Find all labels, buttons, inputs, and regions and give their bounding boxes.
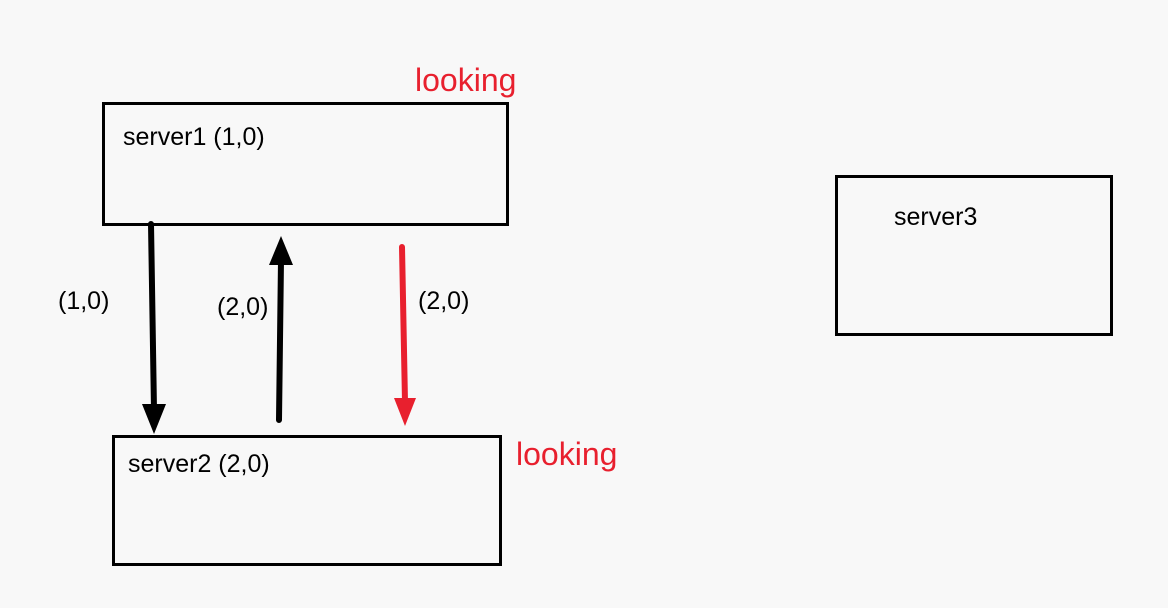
server1-status: looking (415, 62, 517, 98)
arrow-s1-to-s2 (142, 221, 166, 434)
arrow-s1-to-s2-label: (1,0) (58, 287, 110, 315)
server3-label: server3 (894, 203, 978, 231)
server2-box (112, 435, 502, 566)
arrow-s2-to-s1 (269, 236, 293, 423)
server2-label: server2 (2,0) (128, 450, 270, 478)
server1-box (102, 102, 509, 226)
server2-status: looking (516, 436, 618, 472)
server1-label: server1 (1,0) (123, 123, 265, 151)
arrow-s2-vote-red-label: (2,0) (418, 287, 470, 315)
arrow-s2-to-s1-label: (2,0) (217, 293, 269, 321)
arrow-s2-vote-red (394, 244, 416, 426)
server3-box (835, 175, 1113, 336)
